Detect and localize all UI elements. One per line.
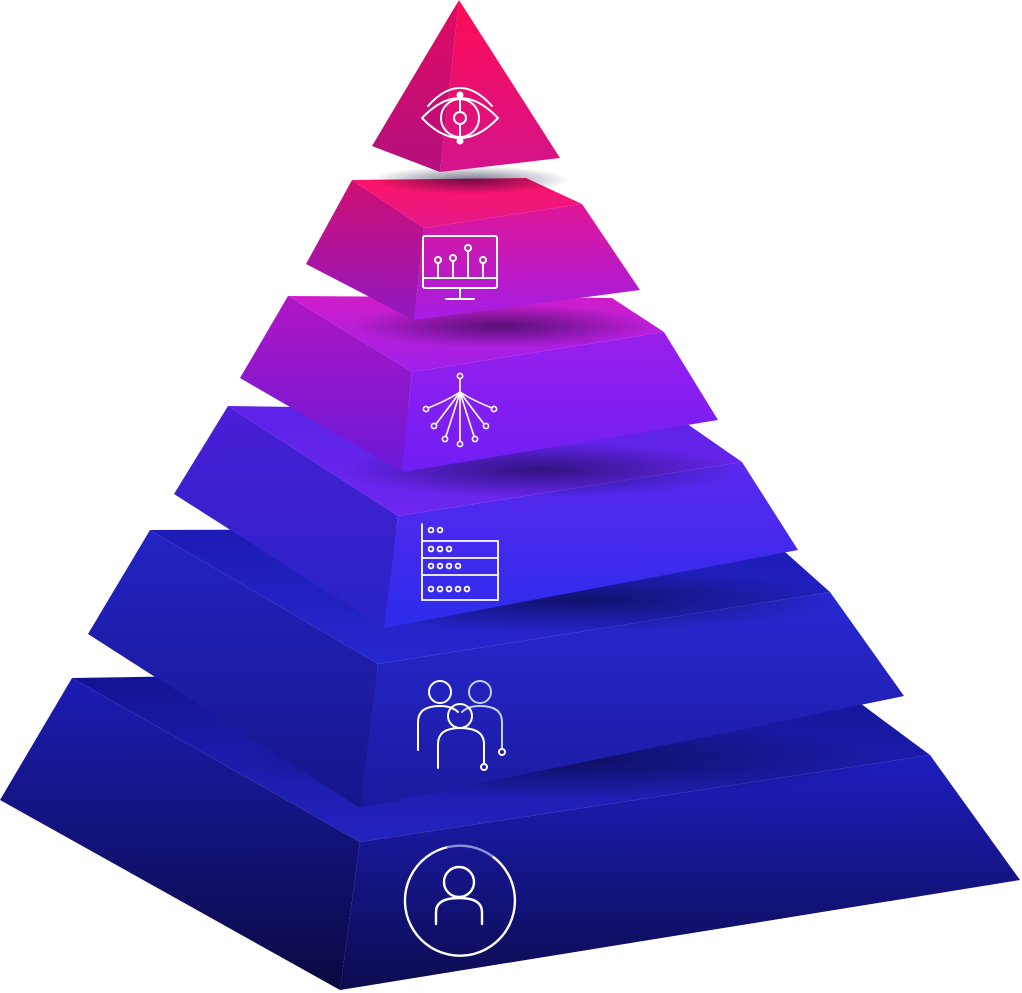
monitor-chart-icon <box>423 236 497 299</box>
tier-4-front-face <box>384 462 798 628</box>
tier-1-left-face <box>372 0 459 172</box>
tier-4-left-face <box>174 406 398 628</box>
tier-2-left-face <box>306 180 424 320</box>
tier-5-front-face <box>360 592 904 808</box>
server-rack-icon <box>422 524 498 600</box>
tier-1-front-face <box>440 0 560 172</box>
user-group-icon <box>418 681 505 770</box>
tier-5-left-face <box>88 530 378 808</box>
tier-3-left-face <box>240 296 412 472</box>
pyramid-tier-1 <box>372 0 560 172</box>
tier-2-front-face <box>414 204 640 320</box>
eye-icon <box>422 88 498 144</box>
tier-6-left-face <box>0 678 360 990</box>
tier-6-front-face <box>340 755 1020 990</box>
tier-3-front-face <box>402 332 718 472</box>
network-fan-icon <box>423 373 496 446</box>
user-circle-icon <box>405 846 515 956</box>
